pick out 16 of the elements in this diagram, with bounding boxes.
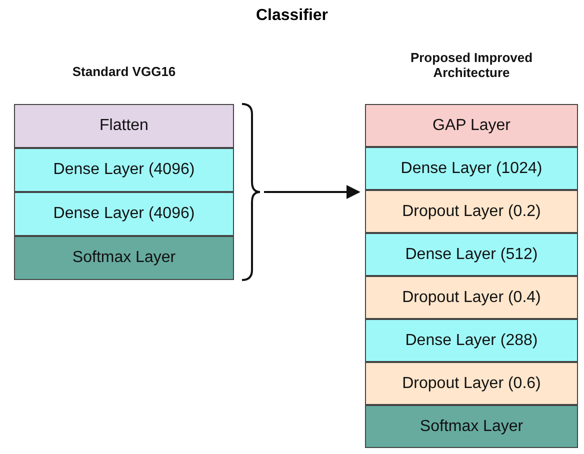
layer-box: Flatten	[14, 104, 234, 148]
layer-box: Dropout Layer (0.6)	[365, 362, 578, 405]
stack-heading: Proposed Improved Architecture	[409, 50, 534, 80]
layer-box: Dense Layer (1024)	[365, 147, 578, 190]
layer-box: GAP Layer	[365, 104, 578, 147]
layer-box: Softmax Layer	[14, 236, 234, 280]
layer-box: Dense Layer (288)	[365, 319, 578, 362]
layer-box: Dense Layer (4096)	[14, 148, 234, 192]
layer-box: Dense Layer (512)	[365, 233, 578, 276]
layer-box: Dropout Layer (0.2)	[365, 190, 578, 233]
stack-heading: Standard VGG16	[71, 64, 177, 79]
layer-box: Softmax Layer	[365, 405, 578, 448]
layer-box: Dropout Layer (0.4)	[365, 276, 578, 319]
layer-box: Dense Layer (4096)	[14, 192, 234, 236]
arrow	[264, 185, 360, 199]
diagram-title: Classifier	[254, 7, 330, 25]
